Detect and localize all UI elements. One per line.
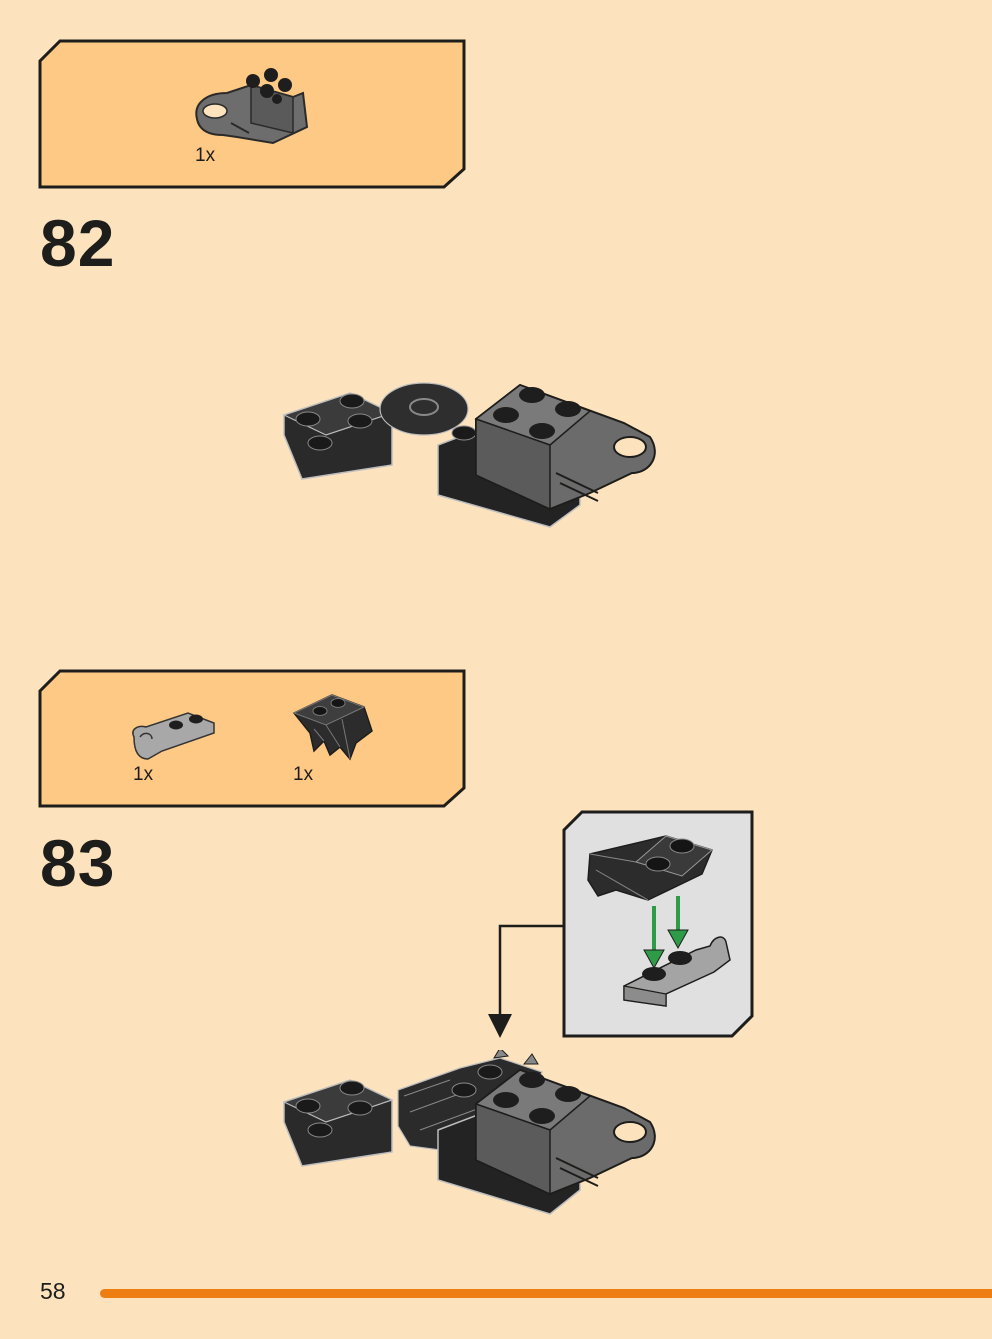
footer-bar	[100, 1289, 992, 1298]
step-82-assembly-icon	[282, 382, 656, 528]
step-number-83: 83	[40, 826, 116, 900]
dark-grey-brick-with-ball-socket-icon	[195, 68, 309, 145]
sub-assembly-callout-icon	[488, 810, 754, 1038]
light-grey-plate-with-clip-icon	[132, 712, 215, 760]
part-quantity: 1x	[195, 145, 216, 166]
step-number-82: 82	[40, 206, 116, 280]
page-number: 58	[40, 1278, 66, 1304]
step-83-assembly-icon	[282, 1050, 656, 1215]
parts-box-step-82: 1x	[38, 39, 466, 189]
parts-box-step-83: 1x 1x	[38, 669, 466, 808]
part-quantity: 1x	[293, 764, 314, 785]
black-claw-plate-icon	[292, 694, 373, 761]
part-quantity: 1x	[133, 764, 154, 785]
